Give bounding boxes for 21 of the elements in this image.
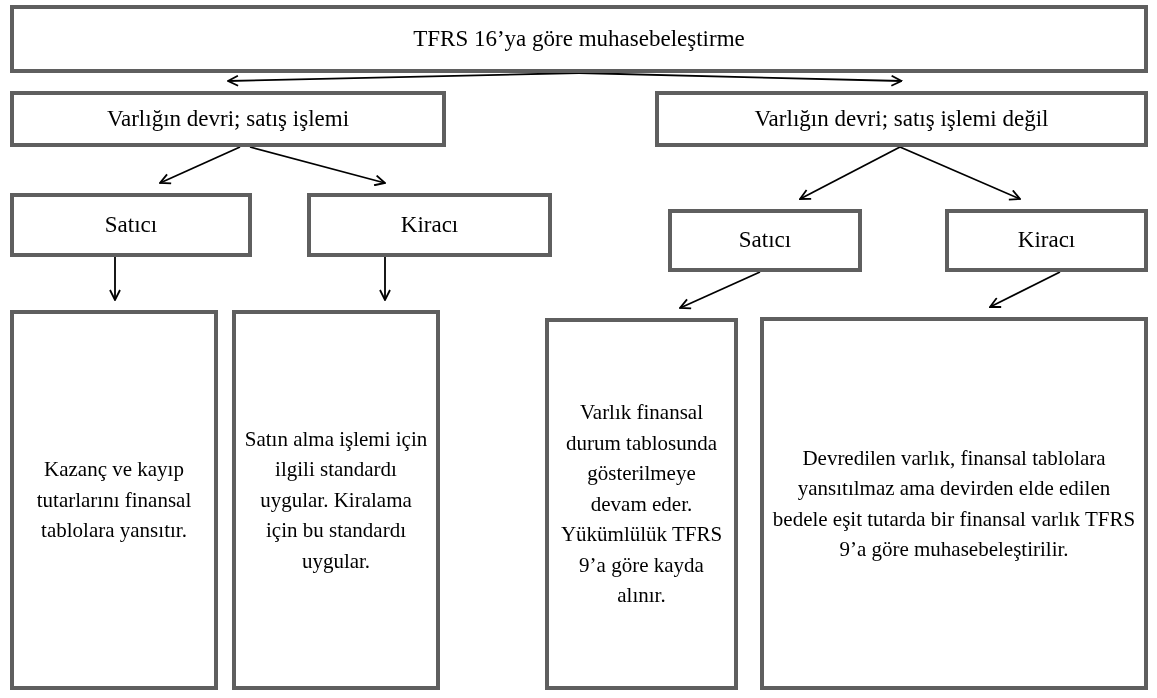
arrow [578,72,903,87]
arrow [159,146,241,185]
arrow [679,271,761,310]
label-box: TFRS 16’ya göre muhasebeleştirme [10,5,1148,73]
arrow [249,146,386,187]
arrow [227,72,580,87]
arrow [899,146,1021,201]
label-box: Varlığın devri; satış işlemi [10,91,446,147]
arrow [379,256,391,301]
arrow [799,146,901,200]
text-box: Kazanç ve kayıp tutarlarını finansal tablolara yansıtır. [10,310,218,690]
text-box: Varlık finansal durum tablosunda gösterilmeye devam eder. Yükümlülük TFRS 9’a göre kayda alınır. [545,318,738,690]
text-box: Devredilen varlık, finansal tablolara yansıtılmaz ama devirden elde edilen bedele eşit tutarda bir finansal varlık TFRS 9’a göre muhasebeleştirilir. [760,317,1148,690]
label-box: Varlığın devri; satış işlemi değil [655,91,1148,147]
arrow [109,256,121,301]
text-box: Satın alma işlemi için ilgili standardı uygular. Kiralama için bu standardı uygular. [232,310,440,690]
label-box: Kiracı [945,209,1148,272]
arrow [989,271,1061,308]
label-box: Satıcı [668,209,862,272]
label-box: Kiracı [307,193,552,257]
label-box: Satıcı [10,193,252,257]
